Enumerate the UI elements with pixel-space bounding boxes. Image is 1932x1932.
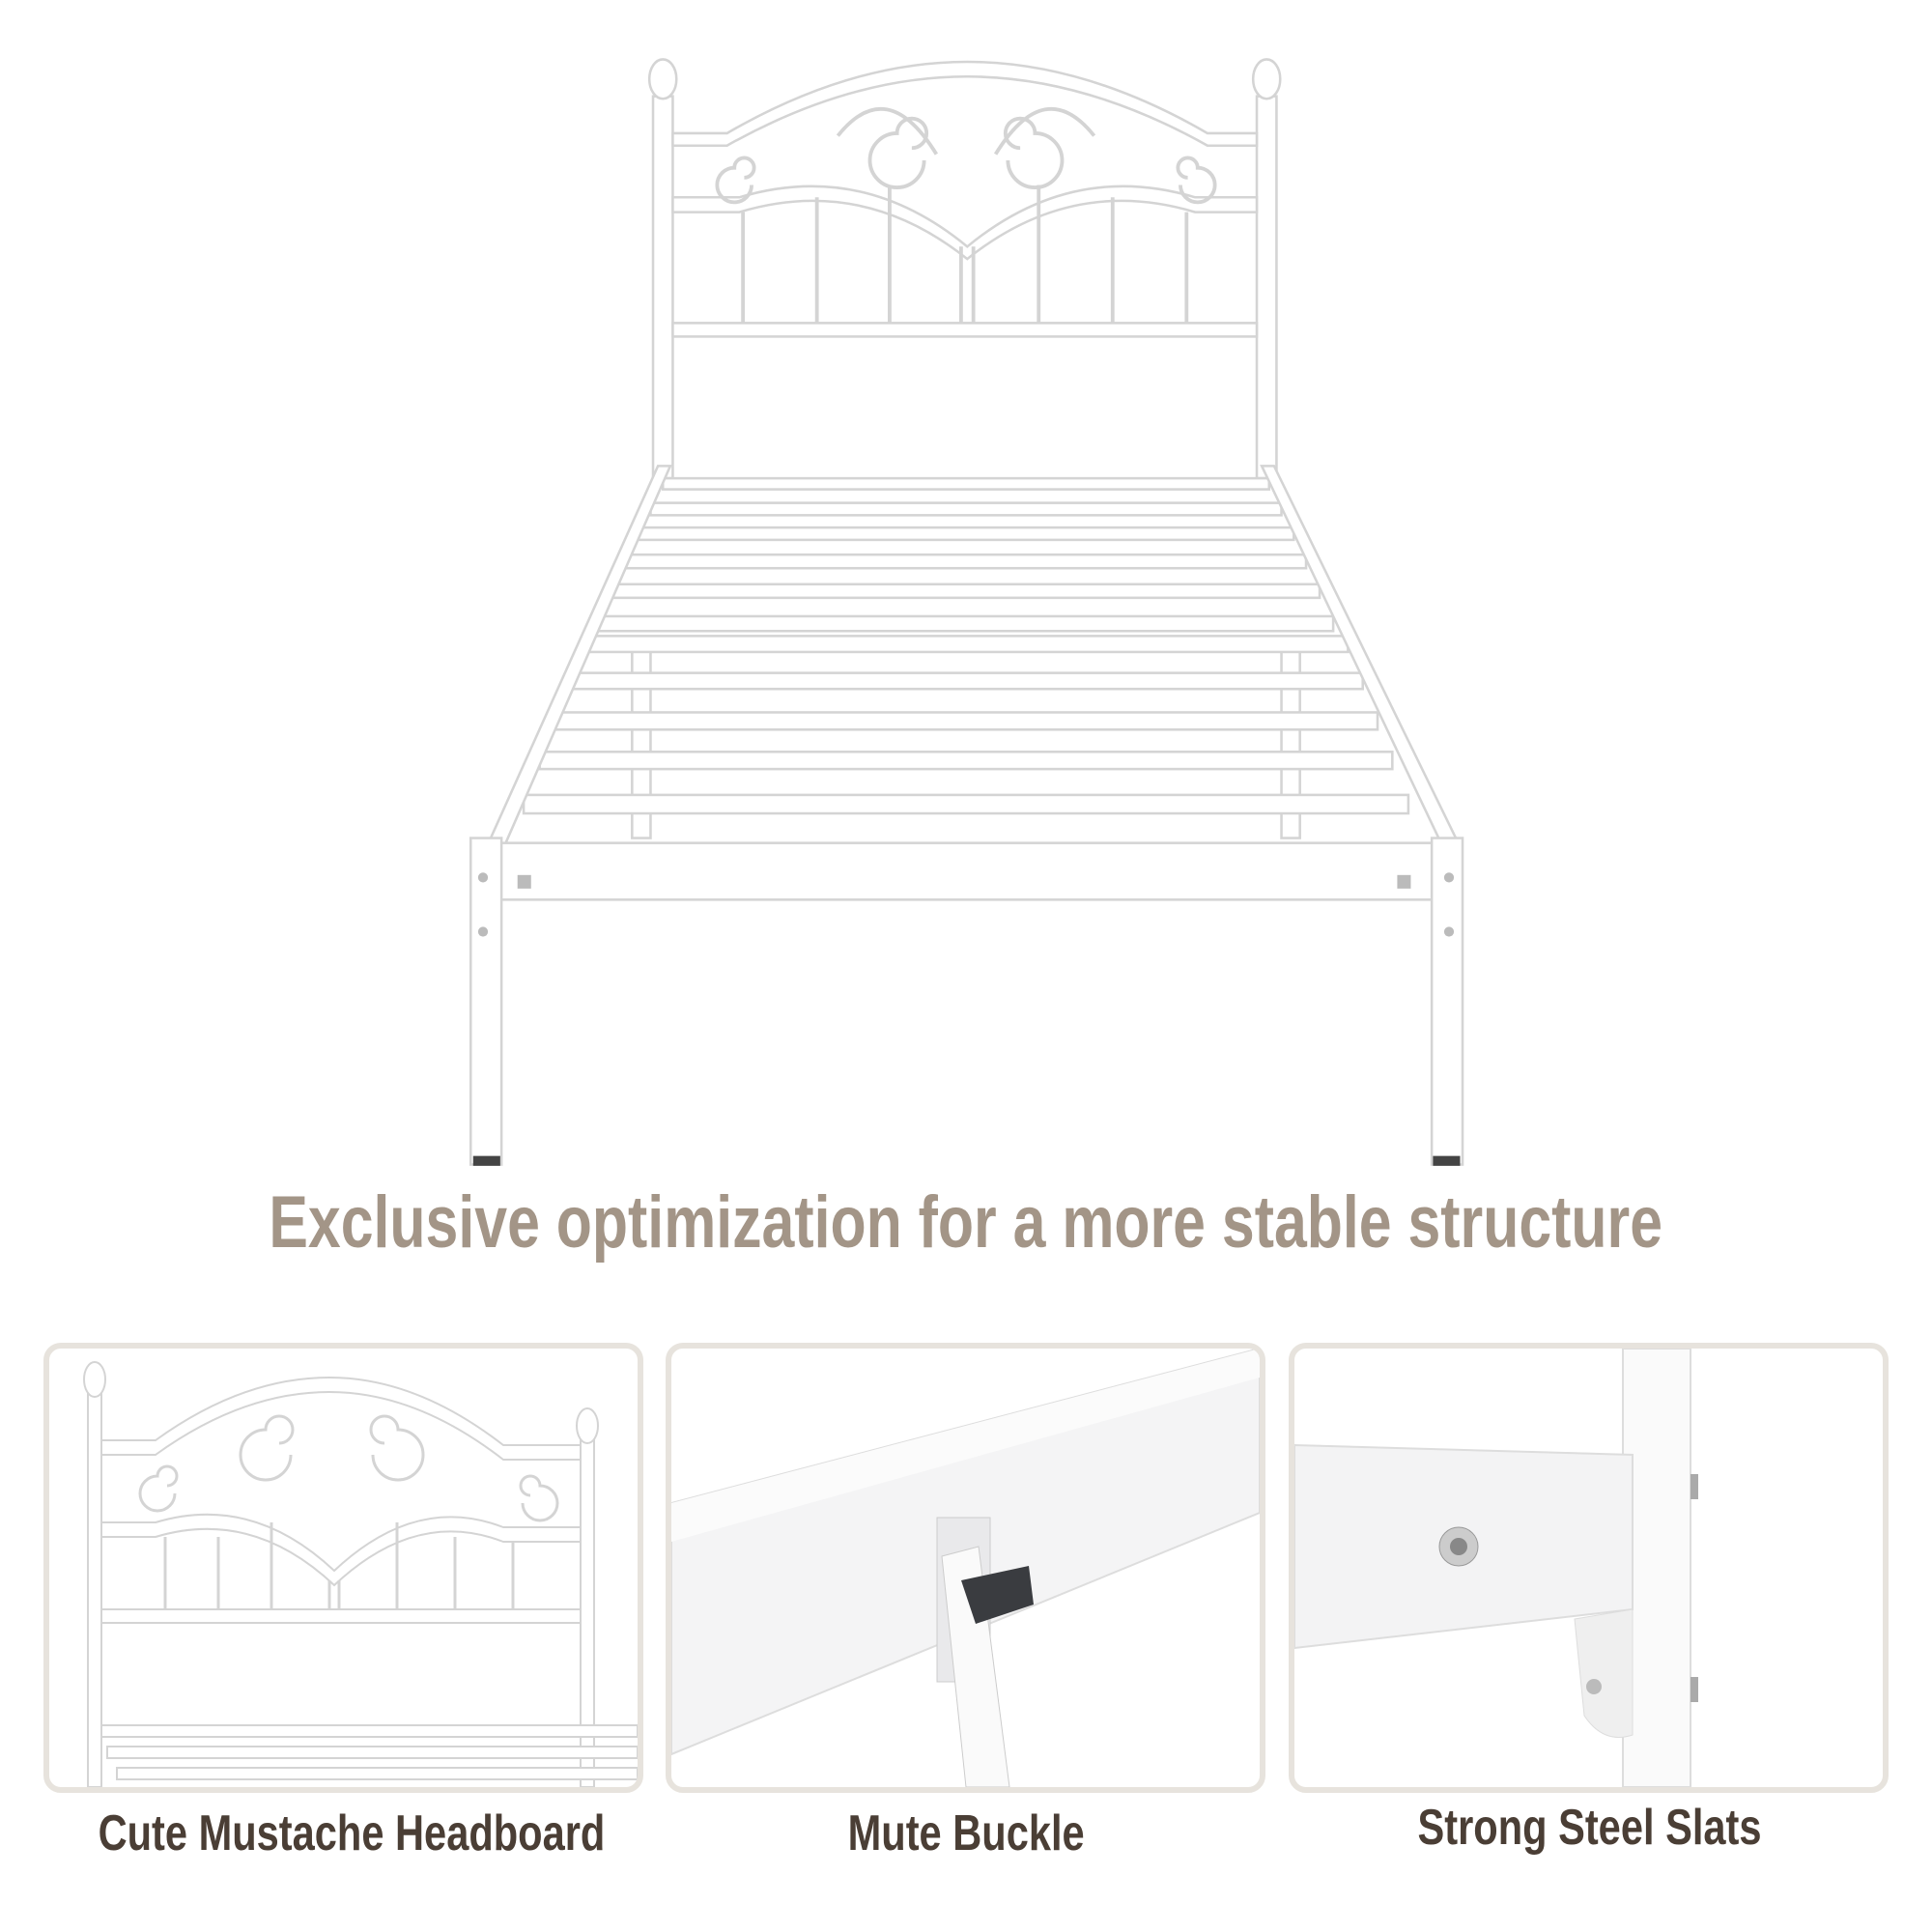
bed-frame-image xyxy=(469,58,1464,1166)
caption-headboard: Cute Mustache Headboard xyxy=(98,1805,606,1861)
buckle-closeup-image xyxy=(671,1349,1260,1787)
slat-bracket-closeup-image xyxy=(1294,1349,1698,1787)
feature-panel-buckle xyxy=(666,1343,1265,1793)
caption-buckle: Mute Buckle xyxy=(847,1805,1085,1861)
feature-panel-slats xyxy=(1289,1343,1889,1793)
feature-panel-headboard xyxy=(43,1343,643,1793)
headline: Exclusive optimization for a more stable… xyxy=(269,1181,1663,1264)
headboard-closeup-image xyxy=(83,1361,638,1787)
caption-slats: Strong Steel Slats xyxy=(1417,1800,1761,1856)
